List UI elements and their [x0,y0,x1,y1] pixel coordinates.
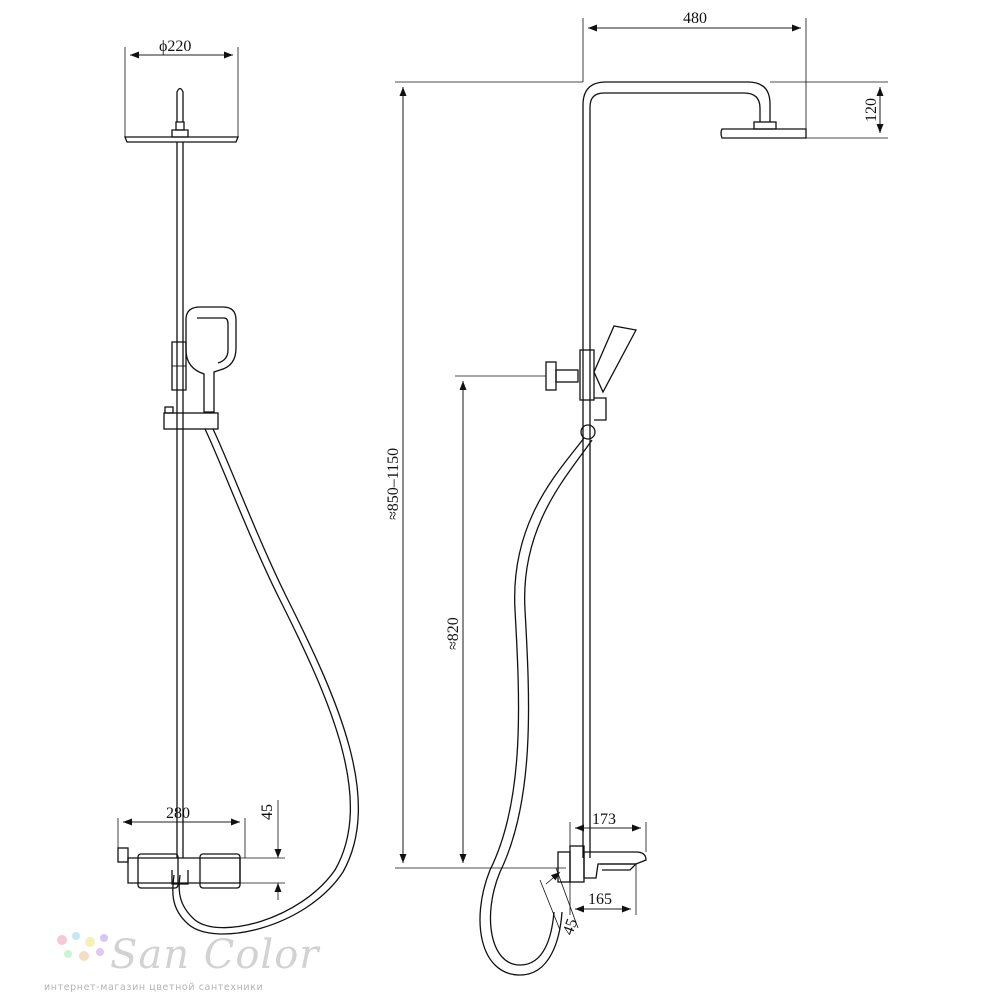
logo-dot [64,950,72,958]
front-shower-head [124,87,239,143]
dim-total-height: ≈850–1150 [385,448,402,520]
dim-head-diameter: ϕ220 [159,38,191,55]
dimension-labels: ϕ220 480 120 ≈850–1150 ≈820 280 45 173 1… [159,10,880,937]
front-riser-rail [176,142,184,858]
brand-logo: San Color интернет-магазин цветной санте… [44,932,321,993]
side-view [395,18,888,976]
side-mixer-spout [557,845,647,883]
side-riser-arm [582,81,771,858]
side-hose [479,437,593,976]
dim-head-drop: 120 [863,98,880,122]
side-dimensions [395,18,888,931]
dim-spout-bottom: 165 [588,891,612,908]
logo-dot [79,951,89,961]
front-hand-shower [171,306,237,413]
dim-spout-top: 173 [592,811,616,828]
brand-name: San Color [110,932,321,978]
logo-dot [96,948,104,956]
dim-spout-offset: 45 [560,917,581,938]
side-shower-head [720,121,807,139]
front-view [117,47,360,935]
dim-mixer-height: 45 [259,804,276,820]
front-dimensions [117,47,285,900]
logo-dot [85,937,95,947]
front-slide-bracket [163,406,219,430]
logo-dot [72,932,80,940]
logo-dots [57,932,108,961]
dim-arm-length: 480 [683,10,707,27]
front-hose [172,428,360,935]
side-hand-shower [580,325,637,440]
dim-mixer-width: 280 [166,805,190,822]
logo-dot [57,935,67,945]
logo-dot [100,934,108,942]
brand-tagline: интернет-магазин цветной сантехники [44,982,263,993]
side-wall-holder [545,349,595,401]
dim-holder-height: ≈820 [445,617,462,650]
